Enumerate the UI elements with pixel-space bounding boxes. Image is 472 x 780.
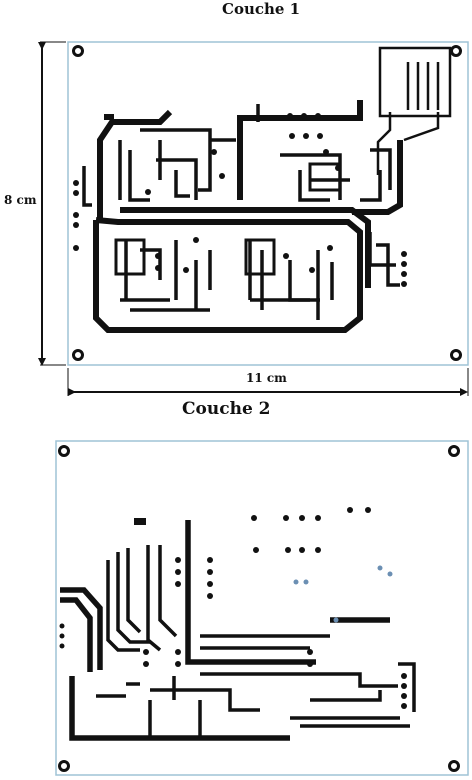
height-dimension-label: 8 cm (4, 193, 37, 207)
width-dimension-label: 11 cm (246, 371, 287, 385)
traces-medium-layer-2 (96, 545, 416, 738)
dimension-arrows (38, 41, 469, 396)
ic-footprints-layer-1 (114, 162, 342, 276)
mounting-holes-layer-2 (58, 445, 460, 772)
pads-layer-1 (73, 113, 407, 287)
board-layer-1 (67, 41, 469, 366)
traces-heavy-layer-2 (60, 520, 390, 741)
layer-2-title: Couche 2 (182, 399, 271, 419)
pads-layer-2 (59, 507, 407, 709)
traces-heavy-layer-1 (93, 100, 403, 333)
board-layer-2 (55, 440, 469, 776)
layer-1-title: Couche 1 (222, 0, 301, 18)
traces-medium-layer-1 (82, 104, 400, 320)
vias-layer-2 (293, 565, 393, 623)
comb-connector (376, 46, 452, 175)
mounting-holes-layer-1 (72, 45, 462, 361)
